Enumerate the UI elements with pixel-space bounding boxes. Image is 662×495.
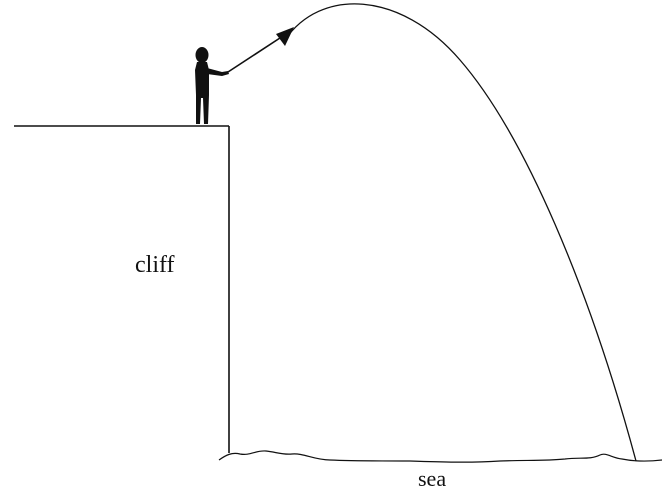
arrowhead-icon [276,27,294,46]
person-body [195,62,209,124]
velocity-arrow-shaft [227,35,284,73]
cliff-label: cliff [135,252,175,278]
person-head [195,47,209,63]
trajectory-curve [284,3,637,462]
sea-surface [218,450,662,463]
person-throwing-icon [195,47,229,124]
person-arm [207,68,229,76]
sea-label: sea [418,466,447,491]
